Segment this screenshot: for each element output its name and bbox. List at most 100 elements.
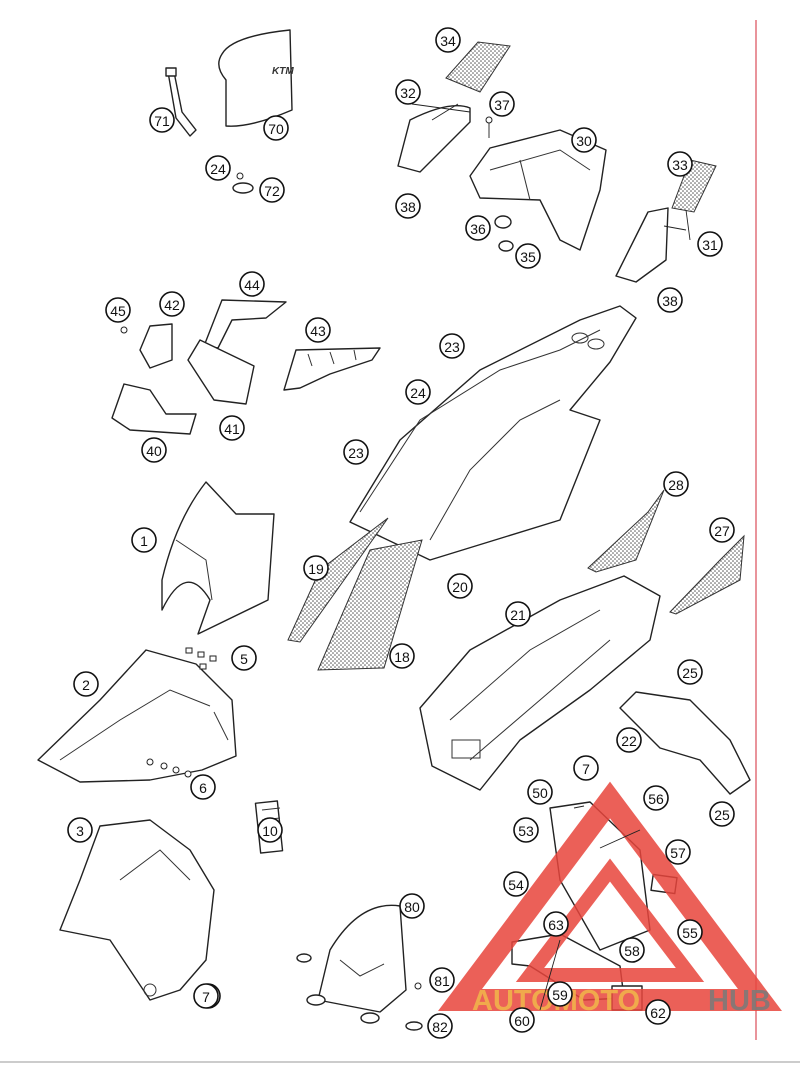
callout-circle (619, 937, 645, 963)
callout-label: 21 (510, 607, 526, 623)
part-cover-44 (203, 299, 287, 349)
callout-circle (427, 1013, 453, 1039)
callout-circle (141, 437, 167, 463)
callout-label: 42 (164, 297, 180, 313)
callout-label: 57 (670, 845, 686, 861)
callout-19: 19 (303, 555, 329, 581)
callout-40: 40 (141, 437, 167, 463)
callout-label: 63 (548, 917, 564, 933)
callout-circle (389, 643, 415, 669)
callout-label: 80 (404, 899, 420, 915)
callout-label: 10 (262, 823, 278, 839)
callout-44: 44 (239, 271, 265, 297)
callout-82: 82 (427, 1013, 453, 1039)
callout-56: 56 (643, 785, 669, 811)
callout-5: 5 (231, 645, 257, 671)
callout-21: 21 (505, 601, 531, 627)
callout-label: 44 (244, 277, 260, 293)
callout-circle (515, 243, 541, 269)
part-fastener-72 (232, 172, 254, 194)
part-side-cover-32 (397, 41, 511, 173)
part-washers-81-82 (296, 953, 423, 1031)
part-shroud-41 (187, 339, 255, 405)
part-screw-37 (485, 116, 493, 138)
callout-60: 60 (509, 1007, 535, 1033)
callout-circle (257, 817, 283, 843)
watermark-text-b: HUB (708, 985, 771, 1017)
callout-label: 30 (576, 133, 592, 149)
callout-circle (645, 999, 671, 1025)
callout-label: 32 (400, 85, 416, 101)
callout-circle (573, 755, 599, 781)
callout-55: 55 (677, 919, 703, 945)
callout-54: 54 (503, 871, 529, 897)
callout-label: 38 (400, 199, 416, 215)
callout-label: 27 (714, 523, 730, 539)
callout-circle (305, 317, 331, 343)
part-bracket-42 (139, 323, 173, 369)
callout-20: 20 (447, 573, 473, 599)
callout-70: 70 (263, 115, 289, 141)
part-rear-fender-21 (419, 575, 661, 791)
callout-circle (439, 333, 465, 359)
callout-36: 36 (465, 215, 491, 241)
callout-81: 81 (429, 967, 455, 993)
watermark-triangle-outer (438, 781, 782, 1011)
callout-circle (543, 911, 569, 937)
callout-label: 38 (662, 293, 678, 309)
callout-circle (193, 983, 219, 1009)
callout-59: 59 (547, 981, 573, 1007)
callout-circle (395, 79, 421, 105)
callout-circle (505, 601, 531, 627)
callout-label: 34 (440, 33, 456, 49)
callout-7: 7 (193, 983, 219, 1009)
callout-label: 5 (240, 651, 248, 667)
callout-circle (263, 115, 289, 141)
callout-circle (343, 439, 369, 465)
callout-label: 33 (672, 157, 688, 173)
callout-circle (67, 817, 93, 843)
callout-45: 45 (105, 297, 131, 323)
callout-label: 59 (552, 987, 568, 1003)
callout-label: 54 (508, 877, 524, 893)
callout-33: 33 (667, 151, 693, 177)
callout-23: 23 (439, 333, 465, 359)
callout-circle (395, 193, 421, 219)
callout-label: 81 (434, 973, 450, 989)
callout-28: 28 (663, 471, 689, 497)
part-strap-71 (165, 67, 197, 137)
part-fasteners-5 (185, 647, 217, 670)
part-tail-20 (349, 305, 637, 561)
callout-label: 24 (210, 161, 226, 177)
callout-circle (677, 659, 703, 685)
part-shroud-40 (111, 383, 197, 435)
callout-label: 40 (146, 443, 162, 459)
callout-label: 43 (310, 323, 326, 339)
callout-circle (663, 471, 689, 497)
callout-label: 18 (394, 649, 410, 665)
callout-25: 25 (677, 659, 703, 685)
callout-label: 37 (494, 97, 510, 113)
callout-7: 7 (573, 755, 599, 781)
watermark-logo (438, 781, 782, 1011)
part-front-fender-2 (37, 649, 237, 783)
callout-label: 2 (82, 677, 90, 693)
callout-label: 36 (470, 221, 486, 237)
part-windscreen-80 (306, 904, 407, 1024)
leader-lines (411, 103, 691, 1011)
callout-58: 58 (619, 937, 645, 963)
callout-circle (435, 27, 461, 53)
callout-circle (616, 727, 642, 753)
callout-label: 72 (264, 183, 280, 199)
callout-label: 6 (199, 780, 207, 796)
callout-6: 6 (190, 774, 216, 800)
callout-label: 20 (452, 579, 468, 595)
callouts: 1235677710181920212223232424252527283031… (67, 27, 735, 1039)
callout-circle (677, 919, 703, 945)
callout-3: 3 (67, 817, 93, 843)
callout-circle (527, 779, 553, 805)
callout-label: 41 (224, 421, 240, 437)
callout-circle (190, 774, 216, 800)
callout-label: 53 (518, 823, 534, 839)
callout-24: 24 (405, 379, 431, 405)
